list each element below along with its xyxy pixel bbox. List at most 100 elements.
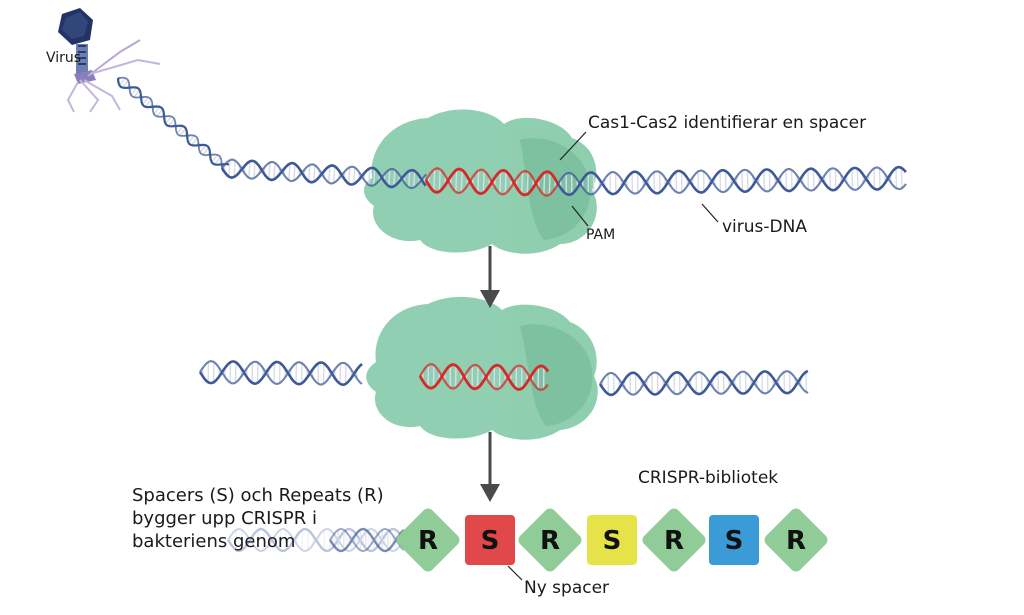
base-pair <box>368 168 371 186</box>
pointer-new-spacer <box>507 565 523 581</box>
tile-letter: S <box>481 526 500 556</box>
strand-a <box>220 159 427 189</box>
tile-letter: S <box>603 526 622 556</box>
strand-b <box>117 76 224 172</box>
virus-icon <box>58 8 161 113</box>
spacer-square <box>465 515 515 565</box>
base-pair <box>438 169 441 192</box>
base-pair <box>202 147 210 156</box>
base-pair <box>348 167 351 184</box>
base-pair <box>543 172 546 195</box>
pointer-virus-dna <box>701 203 719 223</box>
virus-label: Virus <box>46 50 82 66</box>
strand-a <box>598 369 809 397</box>
spacer-dna-top <box>424 167 560 197</box>
base-pair <box>333 166 336 183</box>
strand-a <box>328 527 405 553</box>
base-pair <box>455 169 458 193</box>
base-pair <box>144 99 152 108</box>
spacer-dna-mid <box>418 363 550 391</box>
strand-b <box>557 166 907 196</box>
strand-b <box>419 363 549 391</box>
strand-b <box>329 528 405 552</box>
new-spacer-label: Ny spacer <box>524 578 610 598</box>
virus-dna-top-left <box>220 158 428 190</box>
base-pair <box>353 167 356 185</box>
pam-label: PAM <box>586 227 616 243</box>
base-pair <box>413 170 416 188</box>
base-pair <box>253 161 256 179</box>
strand-b <box>199 360 363 386</box>
spacer-square <box>709 515 759 565</box>
base-pair <box>393 169 396 187</box>
arrow-down-2 <box>480 432 500 502</box>
arrow-down-1 <box>480 246 500 308</box>
virus-dna-label: virus-DNA <box>722 217 807 237</box>
strand-b <box>425 167 559 197</box>
spacer-square <box>587 515 637 565</box>
repeat-diamond <box>396 508 460 572</box>
base-pair <box>313 165 316 182</box>
tile-letter: R <box>418 526 438 556</box>
spacer-tile: S <box>465 515 515 565</box>
strand-a <box>116 77 230 166</box>
tile-letter: R <box>786 526 806 556</box>
virus-dna-mid-right <box>598 369 809 397</box>
base-pair <box>521 171 524 195</box>
base-pair <box>156 108 164 117</box>
base-pair <box>153 106 161 115</box>
strand-a <box>198 360 363 387</box>
base-pair <box>233 160 236 178</box>
base-pair <box>133 89 141 98</box>
base-pair <box>118 77 126 86</box>
strand-b <box>227 528 405 552</box>
base-pair <box>167 118 175 127</box>
base-pair <box>176 125 184 134</box>
base-pair <box>477 170 480 193</box>
spacer-tile: S <box>709 515 759 565</box>
strand-b <box>221 158 428 190</box>
base-pair <box>141 96 149 105</box>
virus-dna-mid-left <box>198 360 363 387</box>
base-pair <box>130 87 138 96</box>
base-pair <box>179 128 187 137</box>
base-pair <box>482 170 485 193</box>
repeat-diamond <box>764 508 828 572</box>
spacers-repeats-line1: Spacers (S) och Repeats (R) <box>132 485 384 506</box>
base-pair <box>268 162 271 180</box>
spacer-tile: S <box>587 515 637 565</box>
strand-a <box>226 527 406 553</box>
base-pair <box>308 164 311 182</box>
base-pair <box>499 171 502 194</box>
tile-letter: R <box>540 526 560 556</box>
pointer-cas <box>559 131 587 161</box>
base-pair <box>293 163 296 181</box>
spacers-repeats-line3: bakteriens genom <box>132 531 296 552</box>
base-pair <box>328 165 331 183</box>
repeat-tile: R <box>764 508 828 572</box>
base-pair <box>388 169 391 187</box>
cas1-cas2-complex-middle <box>366 296 598 440</box>
strand-a <box>418 363 550 391</box>
tile-letter: R <box>664 526 684 556</box>
cas-identify-label: Cas1-Cas2 identifierar en spacer <box>588 113 867 133</box>
base-pair <box>187 135 195 144</box>
repeat-diamond <box>518 508 582 572</box>
pointer-pam <box>571 205 589 227</box>
base-pair <box>164 116 172 125</box>
spacers-repeats-text: Spacers (S) och Repeats (R) bygger upp C… <box>132 484 412 553</box>
repeat-tile: R <box>642 508 706 572</box>
virus-dna-tail <box>116 76 230 172</box>
repeat-diamond <box>642 508 706 572</box>
base-pair <box>288 163 291 181</box>
base-pair <box>190 137 198 146</box>
repeat-tile: R <box>518 508 582 572</box>
base-pair <box>228 160 231 177</box>
base-pair <box>433 169 436 192</box>
strand-a <box>556 165 907 196</box>
base-pair <box>504 171 507 194</box>
base-pair <box>121 80 129 89</box>
base-pair <box>548 172 551 195</box>
strand-b <box>599 370 809 396</box>
